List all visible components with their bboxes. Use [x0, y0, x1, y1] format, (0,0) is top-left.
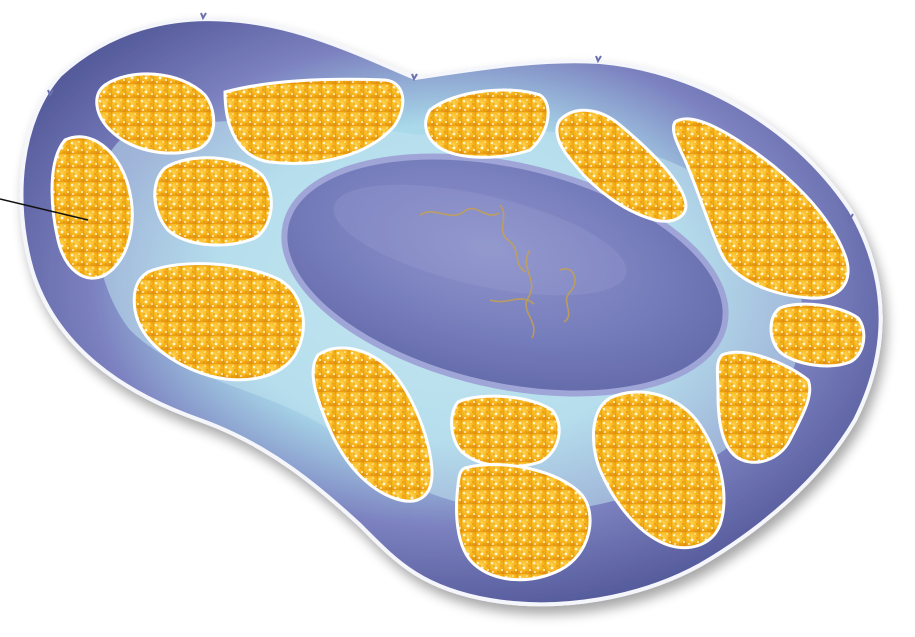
- granule: [452, 396, 560, 466]
- granule: [771, 304, 864, 366]
- granule: [155, 158, 272, 245]
- granule: [426, 90, 548, 157]
